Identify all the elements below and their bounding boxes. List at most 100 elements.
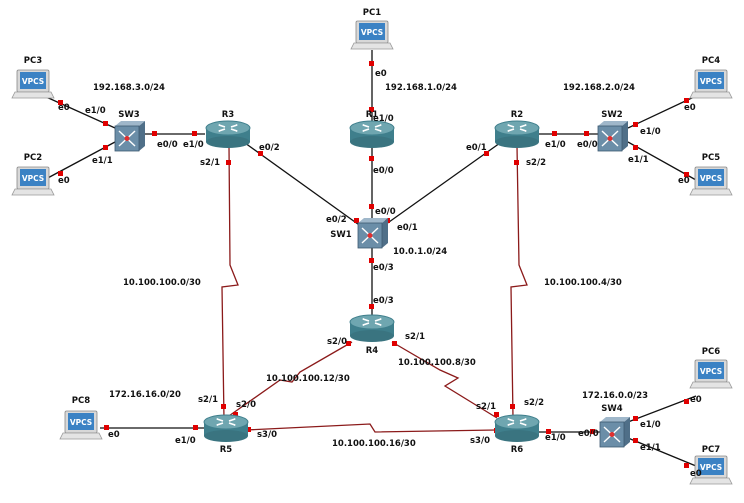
sw4-name: SW4: [601, 404, 622, 414]
if-sw2-e1-0: e1/0: [640, 127, 661, 137]
pc2-name: PC2: [24, 153, 42, 163]
if-r3-s2-1: s2/1: [200, 158, 220, 168]
link-r3-sw1: [244, 142, 363, 228]
switch-sw2[interactable]: [597, 120, 629, 152]
pc5-screen-text: VPCS: [700, 174, 722, 183]
pc-pc5[interactable]: VPCS: [689, 166, 733, 196]
if-sw3-e1-0: e1/0: [85, 106, 106, 116]
link-r4-r6: [391, 341, 498, 419]
switch-sw1[interactable]: [357, 217, 389, 249]
if-pc1-e0: e0: [375, 69, 387, 79]
if-r6-e1-0: e1/0: [545, 433, 566, 443]
net-lan-r5: 172.16.16.0/20: [109, 390, 181, 400]
if-r5-s3-0: s3/0: [257, 430, 277, 440]
r1-name: R1: [366, 110, 379, 120]
if-r4-e0-3: e0/3: [373, 296, 394, 306]
link-r3-r5: [221, 145, 239, 421]
if-pc2-e0: e0: [58, 176, 70, 186]
r4-name: R4: [366, 346, 379, 356]
pc-pc2[interactable]: VPCS: [11, 166, 55, 196]
router-r2[interactable]: [494, 120, 540, 149]
if-r2-e1-0: e1/0: [545, 140, 566, 150]
switch-sw4[interactable]: [599, 416, 631, 448]
pc3-screen-text: VPCS: [22, 77, 44, 86]
sw2-name: SW2: [601, 110, 622, 120]
pc-pc6[interactable]: VPCS: [689, 359, 733, 389]
if-r3-e1-0: e1/0: [183, 140, 204, 150]
router-r1[interactable]: [349, 120, 395, 149]
net-r3-r5: 10.100.100.0/30: [123, 278, 201, 288]
link-r5-r6: [245, 423, 497, 433]
if-pc5-e0: e0: [678, 176, 690, 186]
port-dots: [58, 61, 689, 468]
if-r4-s2-0: s2/0: [327, 337, 347, 347]
if-r3-e0-2: e0/2: [259, 143, 280, 153]
router-r5[interactable]: [203, 414, 249, 443]
r2-name: R2: [511, 110, 524, 120]
net-r4-r6: 10.100.100.8/30: [398, 358, 476, 368]
net-r4-r5: 10.100.100.12/30: [266, 374, 350, 384]
link-r4-r5: [225, 341, 353, 419]
node-names: PC1 PC3 PC2 PC4 PC5 PC6 PC7 PC8 R1 R2 R3…: [24, 8, 720, 455]
net-lan-r1: 192.168.1.0/24: [385, 83, 457, 93]
pc-pc4[interactable]: VPCS: [689, 69, 733, 99]
link-r2-r6: [510, 145, 528, 419]
if-sw1-e0-1: e0/1: [397, 223, 418, 233]
pc-pc8[interactable]: VPCS: [59, 410, 103, 440]
if-r2-e0-1: e0/1: [466, 143, 487, 153]
net-lan-r3: 192.168.3.0/24: [93, 83, 165, 93]
pc3-name: PC3: [24, 56, 42, 66]
pc8-screen-text: VPCS: [70, 418, 92, 427]
if-r2-s2-2: s2/2: [526, 158, 546, 168]
if-pc4-e0: e0: [684, 103, 696, 113]
pc4-name: PC4: [702, 56, 720, 66]
sw1-name: SW1: [330, 230, 351, 240]
serial-links: [221, 145, 528, 433]
if-sw4-e1-0: e1/0: [640, 420, 661, 430]
if-pc7-e0: e0: [690, 469, 702, 479]
net-r5-r6: 10.100.100.16/30: [332, 439, 416, 449]
if-r1-e0-0: e0/0: [373, 166, 394, 176]
router-r6[interactable]: [494, 414, 540, 443]
pc6-name: PC6: [702, 347, 720, 357]
if-sw3-e0-0: e0/0: [157, 140, 178, 150]
if-r6-s2-1: s2/1: [476, 402, 496, 412]
r3-name: R3: [222, 110, 235, 120]
if-pc6-e0: e0: [690, 395, 702, 405]
if-pc8-e0: e0: [108, 430, 120, 440]
r5-name: R5: [220, 445, 233, 455]
pc7-name: PC7: [702, 445, 720, 455]
pc-pc7[interactable]: VPCS: [689, 455, 733, 485]
if-pc3-e0: e0: [58, 103, 70, 113]
net-core: 10.0.1.0/24: [393, 247, 447, 257]
if-sw1-e0-3: e0/3: [373, 263, 394, 273]
pc7-screen-text: VPCS: [700, 463, 722, 472]
if-sw1-e0-2: e0/2: [326, 215, 347, 225]
if-r5-s2-1: s2/1: [198, 395, 218, 405]
pc1-name: PC1: [363, 8, 381, 18]
pc4-screen-text: VPCS: [700, 77, 722, 86]
if-r1-e1-0: e1/0: [373, 114, 394, 124]
net-r2-r6: 10.100.100.4/30: [544, 278, 622, 288]
router-r4[interactable]: [349, 314, 395, 343]
link-r2-sw1: [381, 142, 501, 228]
pc6-screen-text: VPCS: [700, 367, 722, 376]
if-r4-s2-1: s2/1: [405, 332, 425, 342]
network-labels: 192.168.3.0/24 192.168.1.0/24 192.168.2.…: [93, 83, 648, 449]
if-r6-s3-0: s3/0: [470, 436, 490, 446]
router-r3[interactable]: [205, 120, 251, 149]
pc-pc1[interactable]: VPCS: [350, 20, 394, 50]
sw3-name: SW3: [118, 110, 139, 120]
pc-pc3[interactable]: VPCS: [11, 69, 55, 99]
net-lan-r6: 172.16.0.0/23: [582, 391, 648, 401]
switch-sw3[interactable]: [114, 120, 146, 152]
pc1-screen-text: VPCS: [361, 28, 383, 37]
if-sw1-e0-0: e0/0: [375, 207, 396, 217]
if-sw2-e1-1: e1/1: [628, 155, 649, 165]
if-r5-e1-0: e1/0: [175, 436, 196, 446]
pc5-name: PC5: [702, 153, 720, 163]
if-r5-s2-0: s2/0: [236, 400, 256, 410]
if-sw2-e0-0: e0/0: [577, 140, 598, 150]
net-lan-r2: 192.168.2.0/24: [563, 83, 635, 93]
